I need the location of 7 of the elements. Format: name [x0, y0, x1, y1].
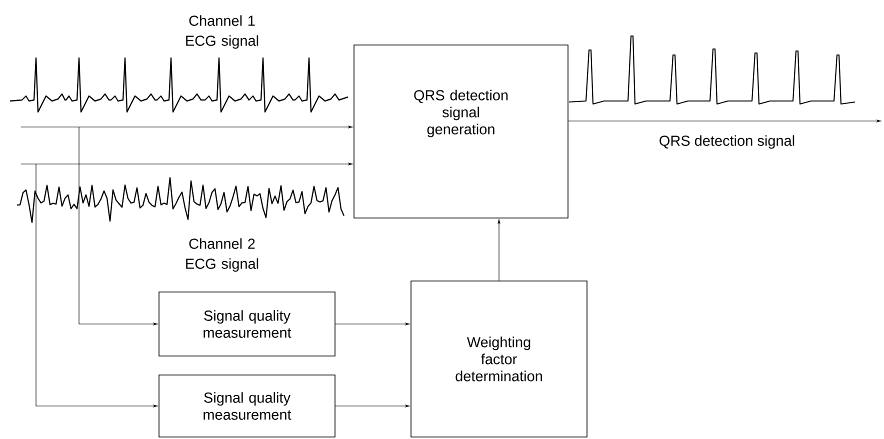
signal-label: Channel 2 ECG signal [186, 238, 258, 272]
process-box: Signal quality measurement [158, 292, 336, 356]
process-box: Signal quality measurement [158, 374, 336, 438]
process-box: QRS detection signal generation [354, 44, 568, 218]
edge-label: QRS detection signal [658, 134, 796, 150]
process-box: Weighting factor determination [410, 280, 588, 438]
signal-label: Channel 1 ECG signal [186, 15, 258, 49]
